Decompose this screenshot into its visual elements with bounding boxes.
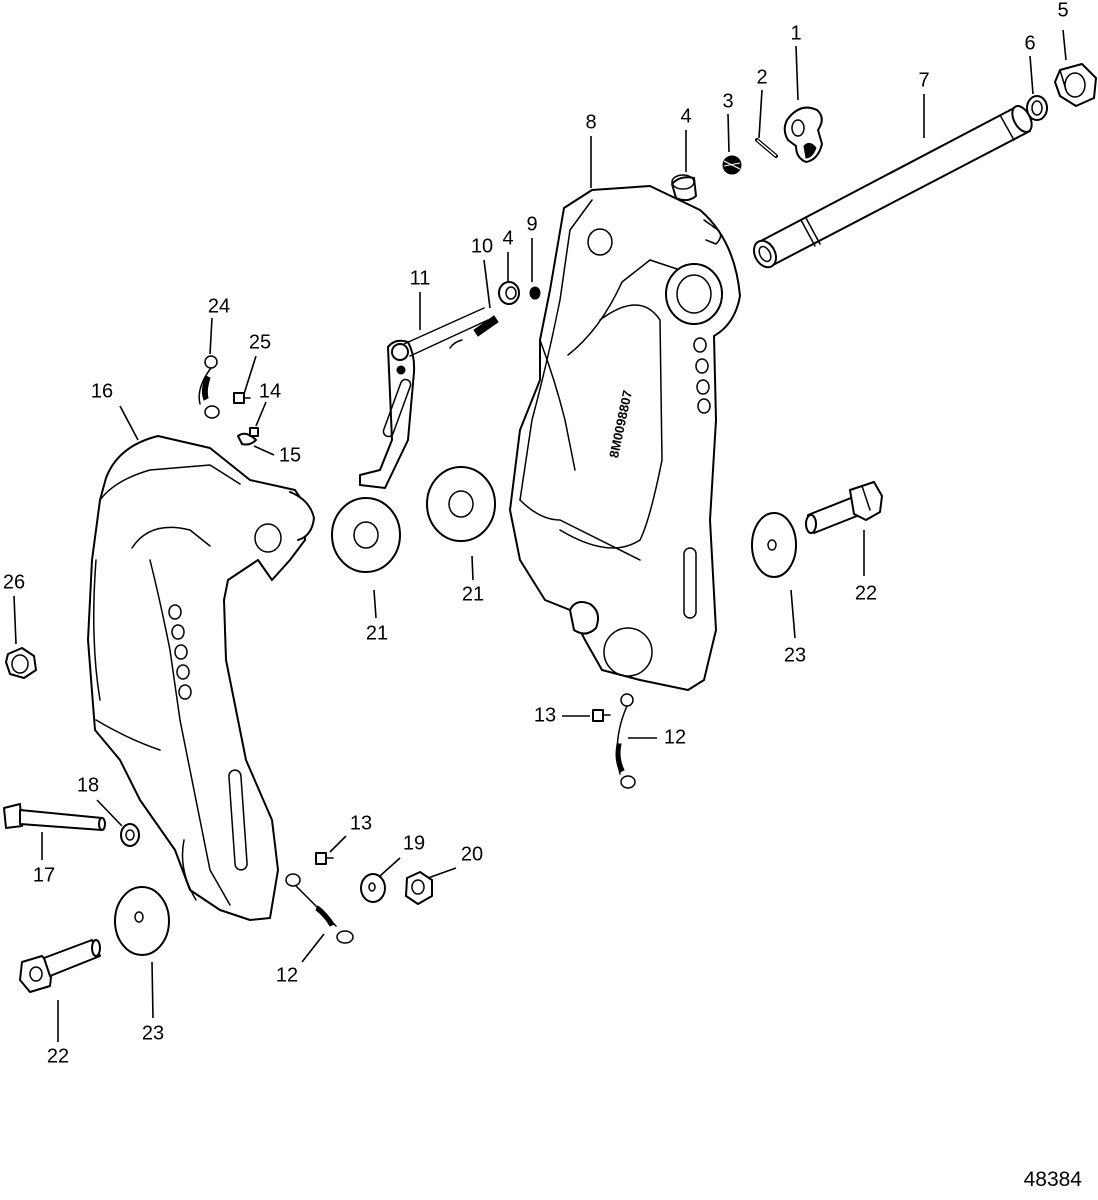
washer-18 [120,823,140,847]
callout-17: 17 [33,864,55,886]
retainer-clip [237,427,259,446]
clamp-bracket-right: 8M0098807 [509,185,741,691]
screw-lower [315,852,334,865]
callout-labels: 1 2 3 4 4 5 6 7 8 9 10 11 12 12 13 13 14… [3,0,1069,1067]
callout-13-lower: 13 [350,812,372,834]
callout-1: 1 [790,22,801,44]
bushing-lower [498,281,520,305]
pivot-nut-left [5,647,37,679]
callout-21-right: 21 [462,583,484,605]
callout-21-left: 21 [366,622,388,644]
callout-3: 3 [722,90,733,112]
callout-18: 18 [77,774,99,796]
callout-19: 19 [403,832,425,854]
bolt-right [805,481,883,534]
callout-24: 24 [208,295,230,317]
pivot-bolt-left [3,803,106,831]
tube-nut [1054,63,1097,107]
callout-15: 15 [279,444,301,466]
callout-25: 25 [249,331,271,353]
callout-12-lower: 12 [276,964,298,986]
bushing-upper [671,174,697,202]
screw-right [592,709,611,722]
callout-11: 11 [410,267,431,289]
ground-strap-lower [285,873,354,944]
washer-left [114,886,170,956]
callout-23-left: 23 [142,1022,164,1044]
callout-5: 5 [1057,0,1068,21]
compression-spring [722,155,742,175]
locknut-20 [405,871,433,905]
leader-lines [13,29,1067,1042]
clamp-bracket-left [87,435,315,921]
thrust-washer-right [426,466,496,542]
lock-bracket [359,307,489,489]
tube-washer [1026,95,1048,121]
tilt-tube [752,105,1033,269]
callout-10: 10 [471,235,493,257]
callout-12-right: 12 [664,726,686,748]
callout-22-right: 22 [855,582,877,604]
callout-22-left: 22 [47,1045,69,1067]
thrust-washer-left [331,497,401,573]
washer-19 [360,873,386,903]
callout-14: 14 [259,380,281,402]
washer-right [751,512,797,578]
callout-4-lower: 4 [502,227,513,249]
callout-13-right: 13 [534,704,556,726]
set-screw [529,286,541,300]
callout-8: 8 [585,111,596,133]
callout-6: 6 [1024,32,1035,54]
bolt-left [19,939,101,993]
callout-26: 26 [3,571,25,593]
callout-20: 20 [461,843,483,865]
ground-strap-upper [198,355,220,419]
ground-strap-right [615,693,636,789]
callout-23-right: 23 [784,644,806,666]
callout-4-upper: 4 [680,105,691,127]
tilt-lock-lever [783,106,823,163]
callout-16: 16 [91,380,113,402]
callout-2: 2 [756,66,767,88]
callout-9: 9 [526,213,537,235]
callout-7: 7 [918,69,929,91]
figure-number: 48384 [1024,1168,1083,1191]
screw-upper [233,392,251,404]
